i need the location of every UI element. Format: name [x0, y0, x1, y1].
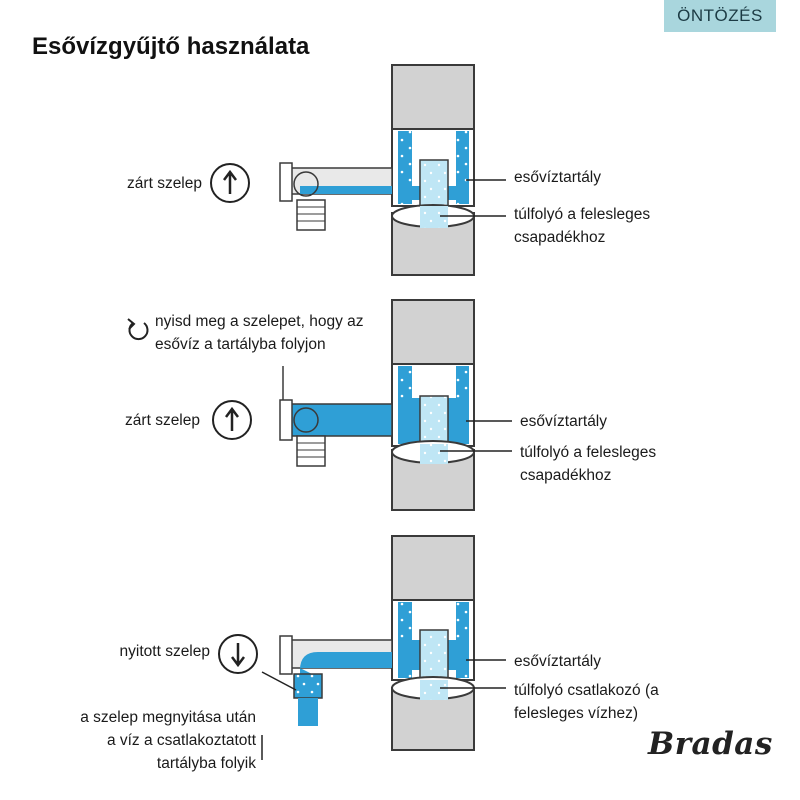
bradas-logo: Bradas: [648, 726, 773, 762]
panel-3-tank-label: esővíztartály: [514, 653, 602, 670]
outlet-thread: [296, 435, 326, 467]
rotate-icon: [127, 318, 149, 341]
panel-3-overflow-label-line-2: felesleges vízhez): [514, 705, 639, 722]
outlet-water-stream: [298, 698, 318, 726]
panel-3-flow-note-line-2: a víz a csatlakoztatott: [106, 732, 256, 749]
valve-nut: [279, 162, 293, 202]
valve-nut: [279, 399, 293, 441]
panel-3-diagram: [218, 535, 506, 760]
panel-1-diagram: [210, 64, 506, 276]
panel-2-overflow-label-line-1: túlfolyó a felesleges: [520, 444, 657, 461]
panel-2-instruction-line-2: esővíz a tartályba folyjon: [155, 336, 326, 353]
water-pool-right: [448, 186, 469, 200]
water-pool-right: [448, 640, 469, 670]
panel-3-overflow-label-line-1: túlfolyó csatlakozó (a: [514, 682, 659, 699]
category-badge: ÖNTÖZÉS: [664, 0, 776, 32]
flow-note-leader: [261, 671, 297, 691]
panel-2-tank-label: esővíztartály: [520, 413, 608, 430]
page-title: Esővízgyűjtő használata: [32, 33, 310, 60]
side-hose: [289, 403, 393, 437]
valve-nut: [279, 635, 293, 675]
downpipe-upper: [391, 64, 475, 130]
overflow-flow: [420, 206, 448, 228]
panel-3-valve-label: nyitott szelep: [119, 643, 210, 660]
panel-2-diagram: [127, 299, 512, 511]
panel-2-overflow-label-line-2: csapadékhoz: [520, 467, 612, 484]
panel-3-flow-note-line-1: a szelep megnyitása után: [80, 709, 256, 726]
downpipe-upper: [391, 299, 475, 365]
hose-water: [300, 652, 392, 676]
rain-stream-left: [398, 131, 412, 204]
downpipe-upper: [391, 535, 475, 601]
panel-1-overflow-label-line-1: túlfolyó a felesleges: [514, 206, 651, 223]
panel-3-flow-note-line-3: tartályba folyik: [156, 755, 256, 772]
panel-2-valve-label: zárt szelep: [125, 412, 200, 429]
valve-knob: [293, 171, 319, 197]
overflow-flow: [420, 444, 448, 464]
panel-1-valve-label: zárt szelep: [127, 175, 202, 192]
panel-2-instruction-line-1: nyisd meg a szelepet, hogy az: [155, 313, 364, 330]
panel-1-tank-label: esővíztartály: [514, 169, 602, 186]
outlet-thread: [293, 673, 323, 699]
water-pool-left: [398, 186, 420, 200]
hose-water: [300, 186, 392, 194]
water-pool-left: [398, 640, 420, 670]
rain-stream-right: [456, 131, 469, 204]
overflow-flow: [420, 680, 448, 700]
valve-knob: [293, 407, 319, 433]
panel-1-overflow-label-line-2: csapadékhoz: [514, 229, 606, 246]
outlet-thread: [296, 199, 326, 231]
